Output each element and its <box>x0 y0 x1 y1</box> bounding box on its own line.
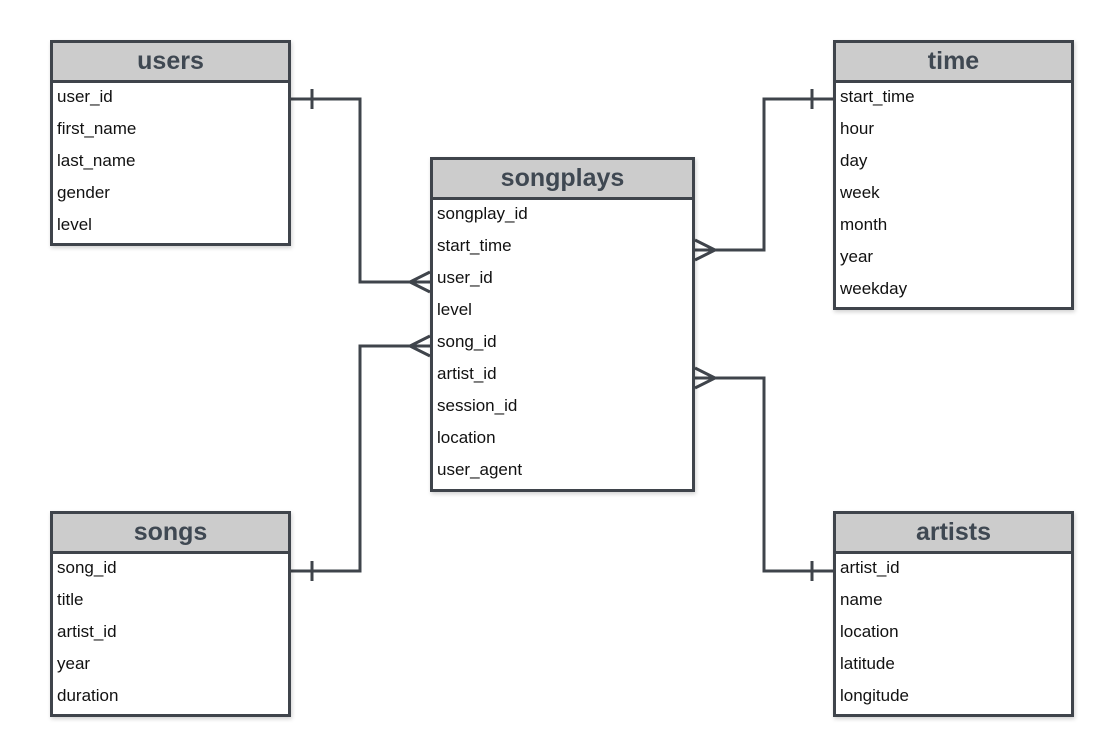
field-year: year <box>840 247 874 266</box>
field-year: year <box>57 654 91 673</box>
field-start-time: start_time <box>840 87 915 106</box>
field-week: week <box>840 183 880 202</box>
field-first-name: first_name <box>57 119 137 138</box>
field-session-id: session_id <box>437 396 518 415</box>
entity-fields: song_id title artist_id year duration <box>53 554 288 714</box>
entity-artists[interactable]: artists artist_id name location latitude… <box>833 511 1074 717</box>
field-artist-id: artist_id <box>437 364 497 383</box>
field-title: title <box>57 590 84 609</box>
relationship-artists-songplays <box>694 366 833 581</box>
entity-title: songplays <box>433 160 692 200</box>
entity-title: users <box>53 43 288 83</box>
field-start-time: start_time <box>437 236 512 255</box>
field-hour: hour <box>840 119 875 138</box>
field-user-agent: user_agent <box>437 460 523 479</box>
field-gender: gender <box>57 183 110 202</box>
entity-title: time <box>836 43 1071 83</box>
field-month: month <box>840 215 888 234</box>
many-marker <box>694 366 719 390</box>
field-longitude: longitude <box>840 686 910 705</box>
entity-fields: artist_id name location latitude longitu… <box>836 554 1071 714</box>
field-location: location <box>437 428 496 447</box>
field-level: level <box>437 300 472 319</box>
field-last-name: last_name <box>57 151 136 170</box>
field-artist-id: artist_id <box>57 622 117 641</box>
many-marker <box>694 238 719 262</box>
entity-title: artists <box>836 514 1071 554</box>
relationship-songs-songplays <box>291 334 431 581</box>
entity-users[interactable]: users user_id first_name last_name gende… <box>50 40 291 246</box>
field-user-id: user_id <box>437 268 493 287</box>
entity-fields: start_time hour day week month year week… <box>836 83 1071 307</box>
field-day: day <box>840 151 868 170</box>
field-latitude: latitude <box>840 654 895 673</box>
entity-songplays[interactable]: songplays songplay_id start_time user_id… <box>430 157 695 492</box>
entity-time[interactable]: time start_time hour day week month year… <box>833 40 1074 310</box>
many-marker <box>406 270 431 294</box>
field-duration: duration <box>57 686 119 705</box>
entity-title: songs <box>53 514 288 554</box>
field-name: name <box>840 590 883 609</box>
field-song-id: song_id <box>57 558 117 577</box>
field-weekday: weekday <box>840 279 908 298</box>
field-user-id: user_id <box>57 87 113 106</box>
entity-fields: user_id first_name last_name gender leve… <box>53 83 288 243</box>
field-location: location <box>840 622 899 641</box>
entity-fields: songplay_id start_time user_id level son… <box>433 200 692 488</box>
field-song-id: song_id <box>437 332 497 351</box>
relationship-users-songplays <box>291 89 431 294</box>
relationship-time-songplays <box>694 89 833 262</box>
field-level: level <box>57 215 92 234</box>
entity-songs[interactable]: songs song_id title artist_id year durat… <box>50 511 291 717</box>
field-songplay-id: songplay_id <box>437 204 528 223</box>
field-artist-id: artist_id <box>840 558 900 577</box>
many-marker <box>406 334 431 358</box>
